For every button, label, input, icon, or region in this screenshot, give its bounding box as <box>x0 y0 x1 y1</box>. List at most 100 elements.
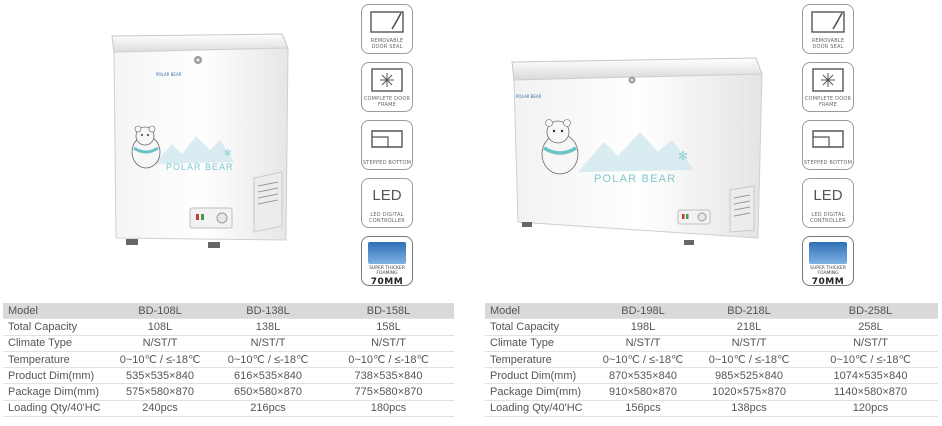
table-cell: N/ST/T <box>695 335 803 352</box>
table-cell: 0~10℃ / ≤-18℃ <box>107 351 213 369</box>
table-cell: 156pcs <box>591 400 695 418</box>
feature-removable-door-seal: REMOVABLE DOOR SEAL <box>361 4 413 54</box>
table-row: Total Capacity 198L 218L 258L <box>485 318 938 336</box>
row-label: Product Dim(mm) <box>485 367 591 385</box>
feature-icons: REMOVABLE DOOR SEAL COMPLETE DOOR FRAME … <box>359 4 415 294</box>
table-cell: 575×580×870 <box>107 383 213 401</box>
freezer-image-large: POLAR BEAR POLAR BEAR ✻ <box>511 57 763 245</box>
table-row: Loading Qty/40'HC 240pcs 216pcs 180pcs <box>3 400 454 418</box>
table-cell: N/ST/T <box>591 335 695 352</box>
table-cell: 218L <box>695 318 803 336</box>
table-row: Loading Qty/40'HC 156pcs 138pcs 120pcs <box>485 400 938 418</box>
table-cell: 0~10℃ / ≤-18℃ <box>323 351 454 369</box>
table-cell: BD-218L <box>695 303 803 320</box>
feature-complete-door-frame: COMPLETE DOOR FRAME <box>802 62 854 112</box>
door-frame-icon <box>812 68 844 92</box>
brand-badge: POLAR BEAR <box>156 72 182 77</box>
row-label: Package Dim(mm) <box>3 383 107 401</box>
door-seal-icon <box>811 11 845 33</box>
feature-led-controller: LED LED DIGITAL CONTROLLER <box>802 178 854 228</box>
row-label: Climate Type <box>3 335 107 352</box>
table-cell: 616×535×840 <box>213 367 323 385</box>
table-row: Product Dim(mm) 535×535×840 616×535×840 … <box>3 367 454 385</box>
table-cell: 216pcs <box>213 400 323 418</box>
table-cell: 258L <box>803 318 938 336</box>
table-cell: N/ST/T <box>803 335 938 352</box>
row-label: Total Capacity <box>3 318 107 336</box>
feature-led-controller: LED LED DIGITAL CONTROLLER <box>361 178 413 228</box>
table-row: Climate Type N/ST/T N/ST/T N/ST/T <box>485 335 938 352</box>
foaming-icon <box>809 242 847 264</box>
table-row: Package Dim(mm) 575×580×870 650×580×870 … <box>3 383 454 401</box>
row-label: Temperature <box>3 351 107 369</box>
freezer-graphic-text: POLAR BEAR <box>166 162 234 172</box>
table-cell: 775×580×870 <box>323 383 454 401</box>
row-label: Temperature <box>485 351 591 369</box>
feature-removable-door-seal: REMOVABLE DOOR SEAL <box>802 4 854 54</box>
row-label: Loading Qty/40'HC <box>485 400 591 418</box>
table-cell: 138L <box>213 318 323 336</box>
table-cell: 650×580×870 <box>213 383 323 401</box>
row-label: Model <box>485 303 591 320</box>
table-cell: BD-138L <box>213 303 323 320</box>
table-row: Model BD-198L BD-218L BD-258L <box>485 303 938 320</box>
stepped-bottom-icon <box>812 130 844 148</box>
table-row: Climate Type N/ST/T N/ST/T N/ST/T <box>3 335 454 352</box>
table-cell: 0~10℃ / ≤-18℃ <box>803 351 938 369</box>
table-row: Temperature 0~10℃ / ≤-18℃ 0~10℃ / ≤-18℃ … <box>485 351 938 369</box>
stepped-bottom-icon <box>371 130 403 148</box>
freezer-image-small: POLAR BEAR POLAR BEAR ✻ <box>111 33 289 248</box>
table-cell: 108L <box>107 318 213 336</box>
table-cell: 240pcs <box>107 400 213 418</box>
table-row: Package Dim(mm) 910×580×870 1020×575×870… <box>485 383 938 401</box>
table-cell: N/ST/T <box>323 335 454 352</box>
table-cell: BD-108L <box>107 303 213 320</box>
table-cell: 120pcs <box>803 400 938 418</box>
table-cell: 1020×575×870 <box>695 383 803 401</box>
feature-thick-foaming: SUPER THICKER FOAMING 70MM <box>361 236 413 287</box>
door-frame-icon <box>371 68 403 92</box>
table-cell: 0~10℃ / ≤-18℃ <box>591 351 695 369</box>
table-cell: 198L <box>591 318 695 336</box>
table-cell: 738×535×840 <box>323 367 454 385</box>
brand-badge: POLAR BEAR <box>516 94 542 99</box>
feature-thick-foaming: SUPER THICKER FOAMING 70MM <box>802 236 854 287</box>
spec-table-right: Model BD-198L BD-218L BD-258L Total Capa… <box>485 303 938 418</box>
door-seal-icon <box>370 11 404 33</box>
table-cell: 870×535×840 <box>591 367 695 385</box>
table-cell: 985×525×840 <box>695 367 803 385</box>
led-icon: LED <box>813 187 843 204</box>
table-cell: 180pcs <box>323 400 454 418</box>
row-label: Product Dim(mm) <box>3 367 107 385</box>
row-label: Total Capacity <box>485 318 591 336</box>
feature-icons: REMOVABLE DOOR SEAL COMPLETE DOOR FRAME … <box>800 4 856 294</box>
table-cell: N/ST/T <box>107 335 213 352</box>
table-row: Total Capacity 108L 138L 158L <box>3 318 454 336</box>
table-cell: 1074×535×840 <box>803 367 938 385</box>
left-product-panel: POLAR BEAR POLAR BEAR ✻ REMOVABLE DOO <box>0 0 460 426</box>
row-label: Package Dim(mm) <box>485 383 591 401</box>
table-cell: 138pcs <box>695 400 803 418</box>
table-cell: BD-258L <box>803 303 938 320</box>
table-cell: 0~10℃ / ≤-18℃ <box>213 351 323 369</box>
led-icon: LED <box>372 187 402 204</box>
table-cell: 158L <box>323 318 454 336</box>
table-cell: BD-158L <box>323 303 454 320</box>
table-row: Temperature 0~10℃ / ≤-18℃ 0~10℃ / ≤-18℃ … <box>3 351 454 369</box>
svg-text:✻: ✻ <box>224 149 232 159</box>
table-cell: 535×535×840 <box>107 367 213 385</box>
svg-text:✻: ✻ <box>678 149 688 163</box>
feature-stepped-bottom: STEPPED BOTTOM <box>361 120 413 170</box>
row-label: Climate Type <box>485 335 591 352</box>
spec-table-left: Model BD-108L BD-138L BD-158L Total Capa… <box>3 303 454 418</box>
table-cell: 0~10℃ / ≤-18℃ <box>695 351 803 369</box>
table-cell: 1140×580×870 <box>803 383 938 401</box>
row-label: Model <box>3 303 107 320</box>
feature-stepped-bottom: STEPPED BOTTOM <box>802 120 854 170</box>
table-row: Model BD-108L BD-138L BD-158L <box>3 303 454 320</box>
table-cell: BD-198L <box>591 303 695 320</box>
row-label: Loading Qty/40'HC <box>3 400 107 418</box>
table-row: Product Dim(mm) 870×535×840 985×525×840 … <box>485 367 938 385</box>
table-cell: N/ST/T <box>213 335 323 352</box>
foaming-icon <box>368 242 406 264</box>
